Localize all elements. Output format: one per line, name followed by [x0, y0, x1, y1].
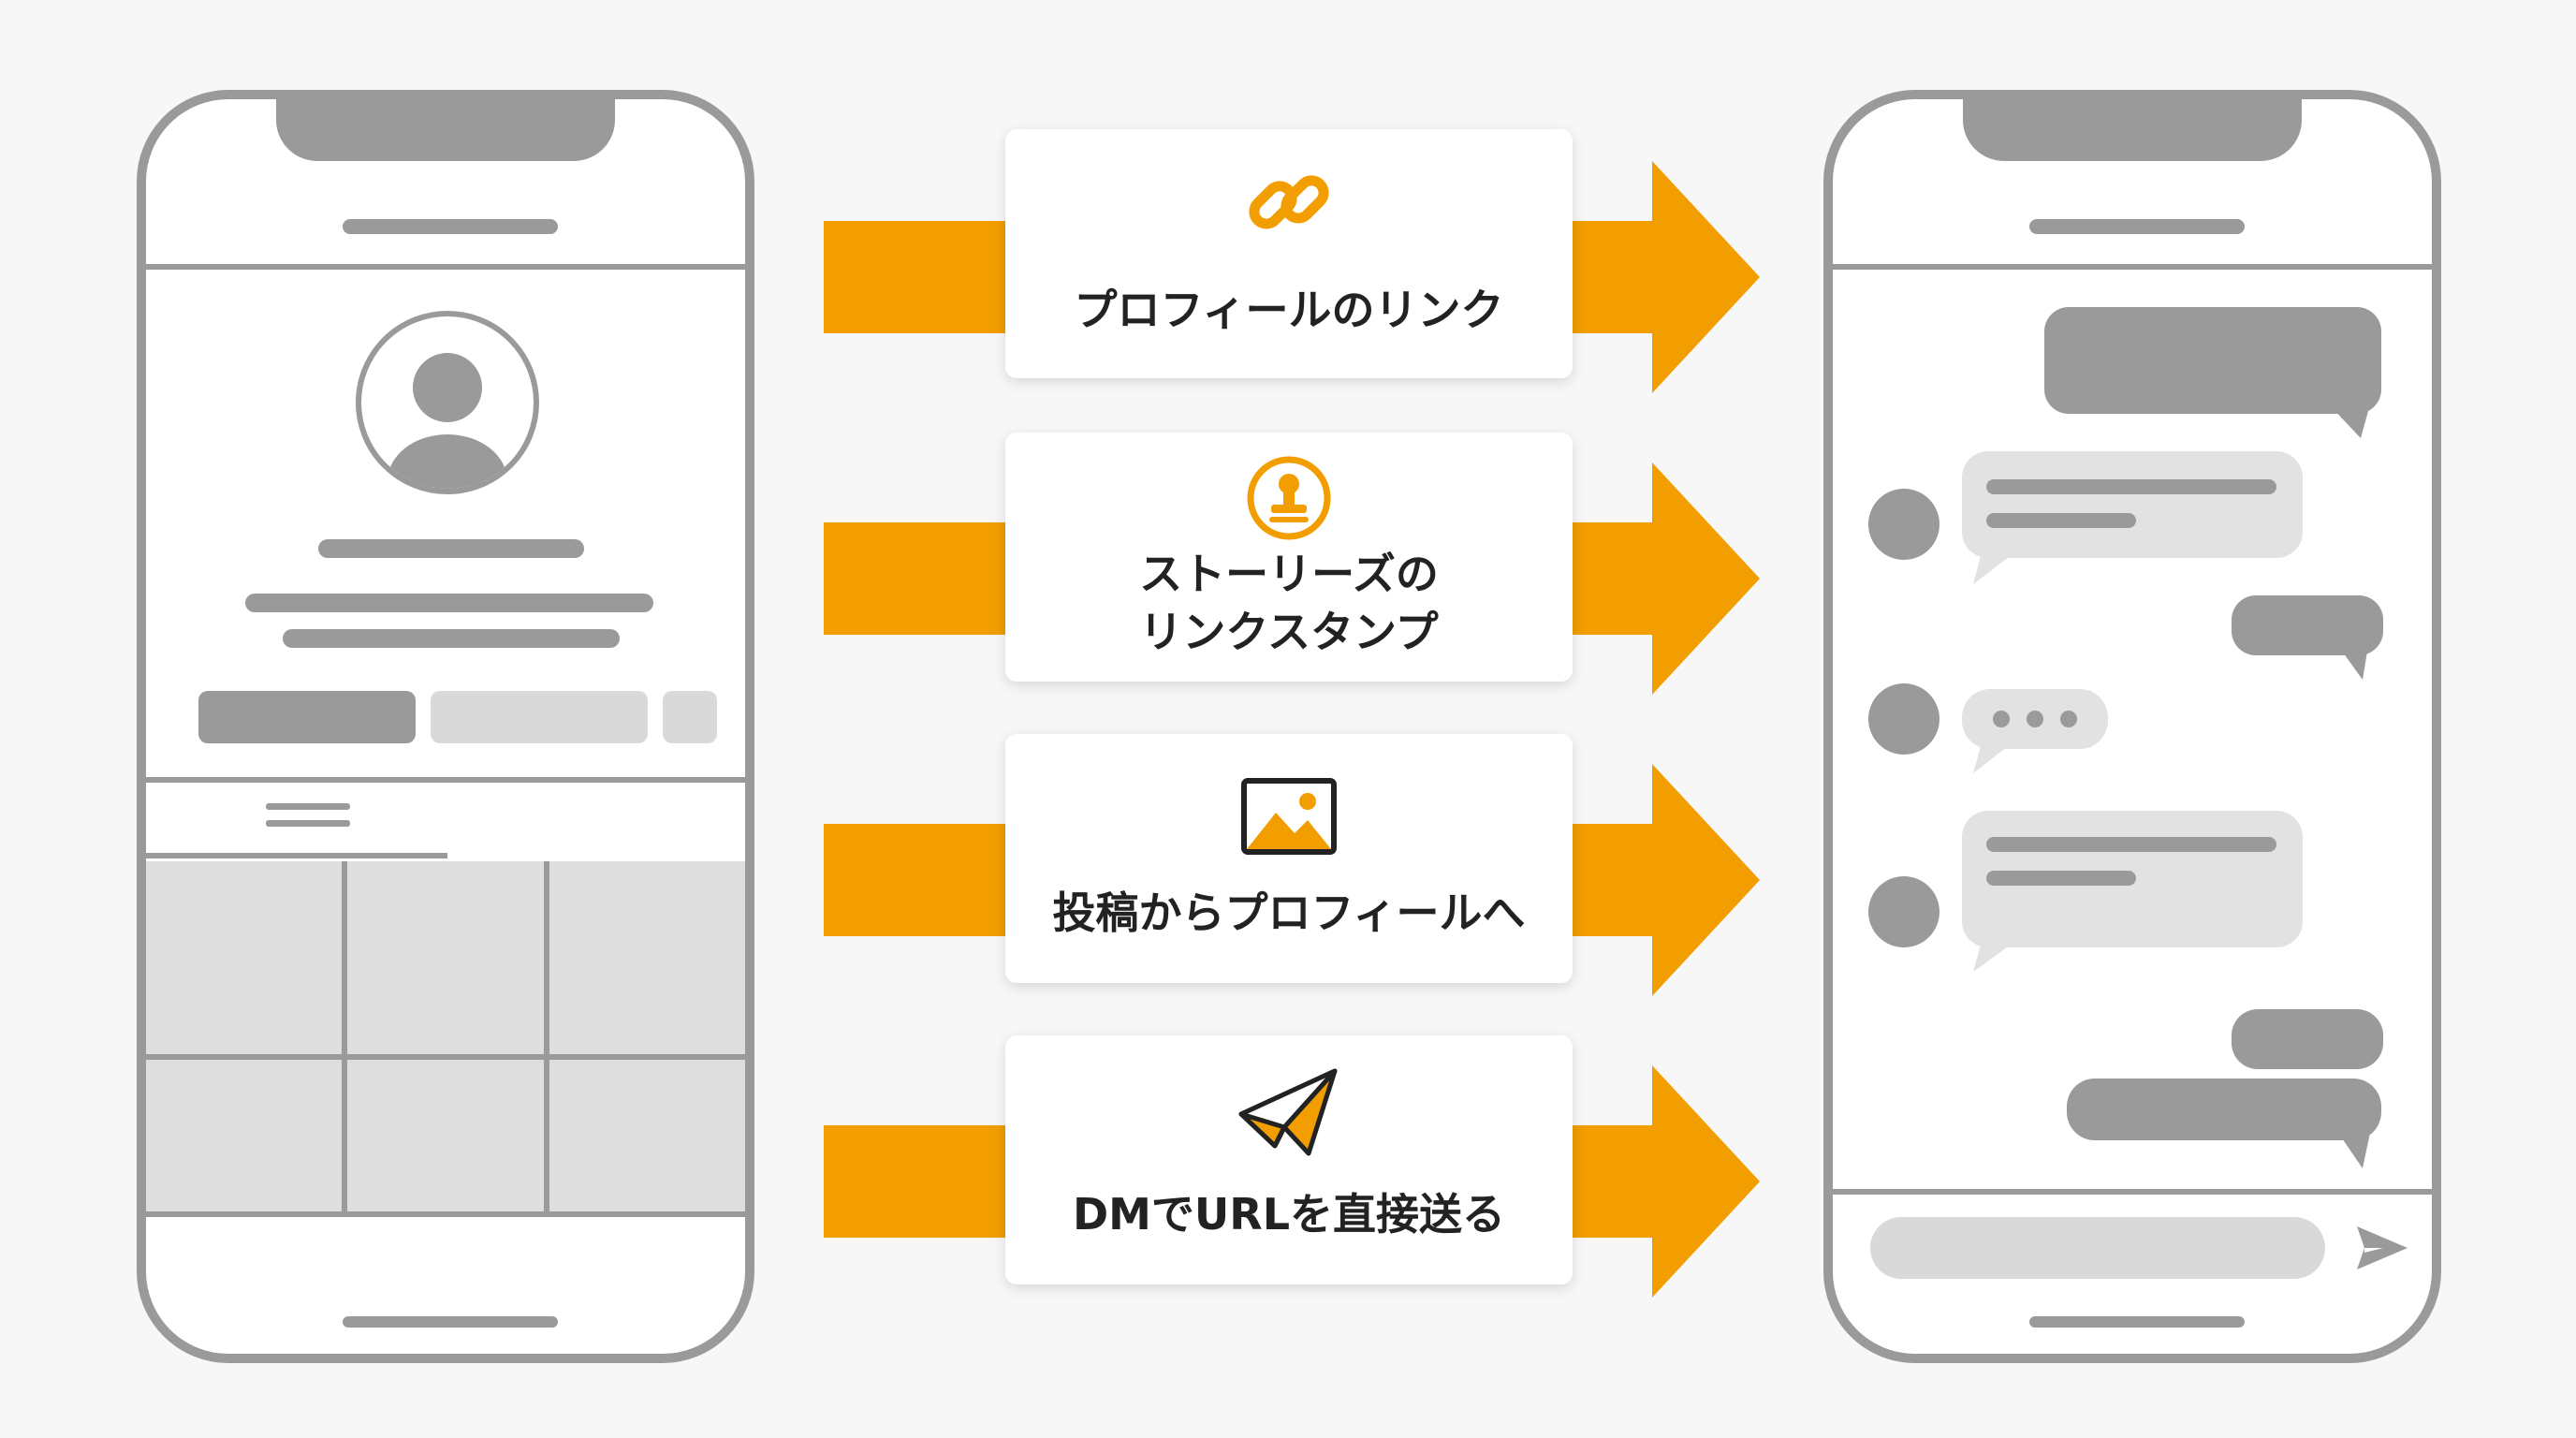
post-thumbnail[interactable] — [347, 861, 544, 1054]
home-indicator — [343, 1316, 558, 1328]
post-thumbnail[interactable] — [347, 1060, 544, 1211]
image-icon — [1241, 778, 1337, 855]
method-card-story-stamp: ストーリーズの リンクスタンプ — [1005, 433, 1573, 682]
tabs-divider — [146, 777, 745, 783]
sent-message-bubble — [2232, 595, 2383, 680]
stamp-icon — [1247, 456, 1331, 540]
profile-phone — [137, 90, 754, 1363]
arrow-4 — [824, 1065, 1760, 1298]
post-thumbnail[interactable] — [146, 861, 343, 1054]
message-button[interactable] — [431, 691, 648, 743]
header-divider — [1833, 264, 2432, 270]
method-label: ストーリーズの リンクスタンプ — [1139, 549, 1439, 657]
composer-divider — [1833, 1189, 2432, 1195]
send-icon[interactable] — [2355, 1225, 2409, 1271]
header-bar — [2029, 219, 2245, 234]
grid-tab-icon[interactable] — [266, 803, 350, 827]
post-grid — [146, 861, 745, 1211]
user-icon — [388, 353, 507, 489]
method-label: プロフィールのリンク — [1074, 285, 1504, 335]
message-input[interactable] — [1870, 1217, 2325, 1279]
typing-indicator-bubble — [1962, 689, 2108, 773]
post-thumbnail[interactable] — [549, 1060, 745, 1211]
sent-message-bubble — [2232, 1009, 2383, 1069]
arrow-1 — [824, 161, 1760, 393]
header-bar — [343, 219, 558, 234]
home-indicator — [2029, 1316, 2245, 1328]
active-tab-indicator — [146, 853, 447, 858]
follow-button[interactable] — [198, 691, 416, 743]
method-label: 投稿からプロフィールへ — [1052, 888, 1526, 938]
sent-message-bubble — [2044, 307, 2381, 438]
grid-bottom-divider — [146, 1211, 745, 1217]
header-divider — [146, 264, 745, 270]
post-thumbnail[interactable] — [146, 1060, 343, 1211]
contact-avatar — [1868, 876, 1939, 947]
method-label: DMでURLを直接送る — [1072, 1189, 1506, 1240]
avatar — [356, 311, 539, 494]
received-message-bubble — [1962, 451, 2303, 584]
more-button[interactable] — [663, 691, 717, 743]
paper-plane-icon — [1238, 1068, 1338, 1156]
contact-avatar — [1868, 683, 1939, 755]
post-thumbnail[interactable] — [549, 861, 745, 1054]
arrow-3 — [824, 764, 1760, 996]
method-card-post-to-profile: 投稿からプロフィールへ — [1005, 734, 1573, 983]
method-card-dm-url: DMでURLを直接送る — [1005, 1035, 1573, 1284]
chat-thread — [1868, 307, 2383, 1168]
profile-bio-line — [283, 629, 620, 648]
phone-notch — [276, 99, 615, 161]
profile-name-bar — [318, 539, 584, 558]
phone-notch — [1963, 99, 2302, 161]
contact-avatar — [1868, 489, 1939, 560]
profile-bio-line — [245, 594, 653, 612]
method-card-profile-link: プロフィールのリンク — [1005, 129, 1573, 378]
link-icon — [1249, 175, 1329, 229]
dm-phone — [1823, 90, 2441, 1363]
arrow-2 — [824, 462, 1760, 695]
sent-message-bubble — [2067, 1078, 2381, 1168]
received-message-bubble — [1962, 811, 2303, 972]
